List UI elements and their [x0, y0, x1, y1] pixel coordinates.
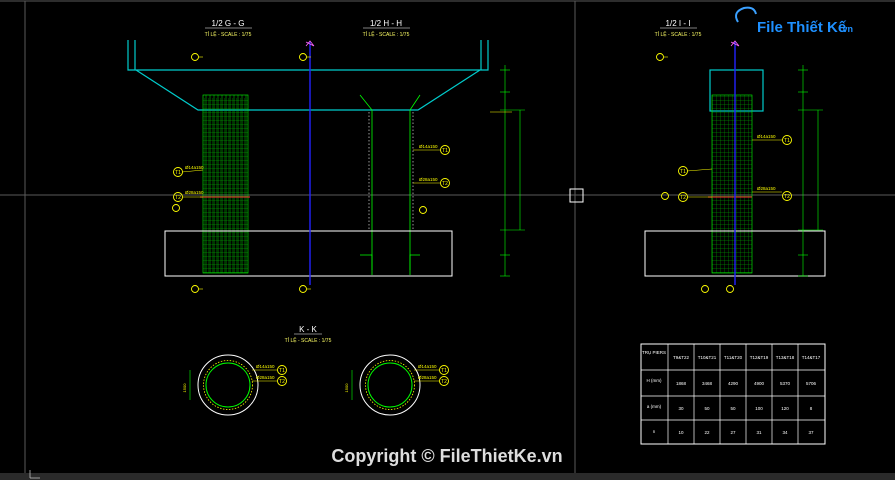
view-hh-scale: TỈ LỆ - SCALE : 1/75: [363, 30, 410, 38]
kk-left-t1: T1: [279, 368, 285, 374]
table-col-4: T13&T18: [776, 355, 795, 360]
callout-r2-ii: Ø28a150: [757, 186, 776, 191]
table-cell: 10: [678, 430, 684, 435]
bottom-status-bar: [0, 473, 895, 480]
table-cell: 3468: [702, 381, 713, 386]
view-hh-title: 1/2 H - H: [370, 19, 402, 28]
column-hh-edges: [359, 94, 421, 275]
column-ii-rebar: [708, 94, 753, 274]
table-cell: 1868: [676, 381, 687, 386]
view-gg-title: 1/2 G - G: [212, 19, 245, 28]
dimension-chain-gg: [490, 65, 525, 277]
pier-table: TRỤ PIERS H (mm) a (mm) n T9&T22 T10&T21…: [640, 343, 826, 445]
callout-r1-hh: Ø14a150: [419, 144, 438, 149]
table-cell: 31: [756, 430, 762, 435]
callout-t1b-ii: T1: [784, 138, 790, 144]
callout-t2-ii: T2: [680, 195, 686, 201]
column-rebar-cage: [200, 94, 250, 274]
grid-bubbles-ii: [656, 53, 734, 293]
table-row-header-2: a (mm): [647, 404, 662, 409]
section-circle-left: 1500 Ø14a150 Ø28a150 T1 T2: [182, 354, 287, 416]
callout-t1-ii: T1: [680, 169, 686, 175]
cursor-pickbox[interactable]: [569, 188, 584, 203]
table-col-1: T10&T21: [698, 355, 717, 360]
table-col-5: T14&T17: [802, 355, 821, 360]
table-cell: 100: [755, 406, 763, 411]
callout-r2-hh: Ø28a150: [419, 177, 438, 182]
table-cell: 4900: [754, 381, 765, 386]
logo-text: File Thiết Kế: [757, 19, 847, 36]
table-cell: 50: [730, 406, 736, 411]
dimension-chain-ii: [798, 65, 823, 277]
kk-left-r1: Ø14a150: [256, 364, 275, 369]
callout-t1-hh: T1: [442, 148, 448, 154]
section-circle-right: 1500 Ø14a150 Ø28a150 T1 T2: [344, 354, 449, 416]
table-cell: 8: [810, 406, 813, 411]
kk-right-r1: Ø14a150: [418, 364, 437, 369]
table-cell: 30: [678, 406, 684, 411]
view-gg-scale: TỈ LỆ - SCALE : 1/75: [205, 30, 252, 38]
kk-right-t2: T2: [441, 379, 447, 385]
table-row-header-3: n: [653, 429, 656, 434]
kk-left-r2: Ø28a150: [256, 375, 275, 380]
callout-r1-ii: Ø14a150: [757, 134, 776, 139]
site-logo: File Thiết Kế .vn: [735, 6, 853, 36]
view-ii: 1/2 I - I TỈ LỆ - SCALE : 1/75 T1 T2 Ø14…: [644, 19, 826, 293]
table-row-header-1: H (mm): [647, 378, 662, 383]
table-cell: 22: [704, 430, 710, 435]
table-col-3: T12&T19: [750, 355, 769, 360]
rebar-callouts-ii: T1 T2 Ø14a150 T1 Ø28a150 T2: [678, 134, 792, 202]
svg-text:1500: 1500: [344, 383, 349, 393]
callout-r1-gg: Ø14a150: [185, 165, 204, 170]
table-cell: 4290: [728, 381, 739, 386]
axis-marker: [305, 40, 315, 47]
copyright-watermark: Copyright © FileThietKe.vn: [331, 446, 562, 466]
view-kk: K - K TỈ LỆ - SCALE : 1/75 1500 Ø14a150 …: [182, 325, 449, 416]
table-cell: 50: [704, 406, 710, 411]
kk-right-r2: Ø28a150: [418, 375, 437, 380]
pier-cap-outline: [127, 40, 489, 111]
view-kk-scale: TỈ LỆ - SCALE : 1/75: [285, 336, 332, 344]
kk-right-t1: T1: [441, 368, 447, 374]
table-col-0: T9&T22: [673, 355, 690, 360]
kk-left-t2: T2: [279, 379, 285, 385]
table-cell: 120: [781, 406, 789, 411]
callout-t2b-ii: T2: [784, 194, 790, 200]
logo-suffix: .vn: [840, 24, 853, 34]
table-col-2: T11&T20: [724, 355, 743, 360]
table-cell: 37: [808, 430, 814, 435]
table-cell: 27: [730, 430, 736, 435]
table-row-header-0: TRỤ PIERS: [642, 350, 666, 355]
view-gg-hh: 1/2 G - G TỈ LỆ - SCALE : 1/75 1/2 H - H…: [127, 19, 525, 293]
view-ii-title: 1/2 I - I: [666, 19, 691, 28]
ucs-icon: [29, 470, 40, 479]
callout-t1: T1: [175, 170, 181, 176]
callout-t2-hh: T2: [442, 181, 448, 187]
rebar-callouts-gg: T1 Ø14a150 T2 Ø28a150 Ø14a150 T1 Ø28a150…: [173, 144, 450, 202]
view-ii-scale: TỈ LỆ - SCALE : 1/75: [655, 30, 702, 38]
callout-r2-gg: Ø28a150: [185, 190, 204, 195]
svg-text:1500: 1500: [182, 383, 187, 393]
table-cell: 34: [782, 430, 788, 435]
grid-bubbles-gg: [172, 53, 427, 293]
callout-t2: T2: [175, 195, 181, 201]
view-kk-title: K - K: [299, 325, 317, 334]
table-cell: 5370: [780, 381, 791, 386]
table-cell: 5706: [806, 381, 817, 386]
footing-gg-hh: [164, 230, 453, 277]
logo-swirl-icon: [735, 6, 757, 23]
